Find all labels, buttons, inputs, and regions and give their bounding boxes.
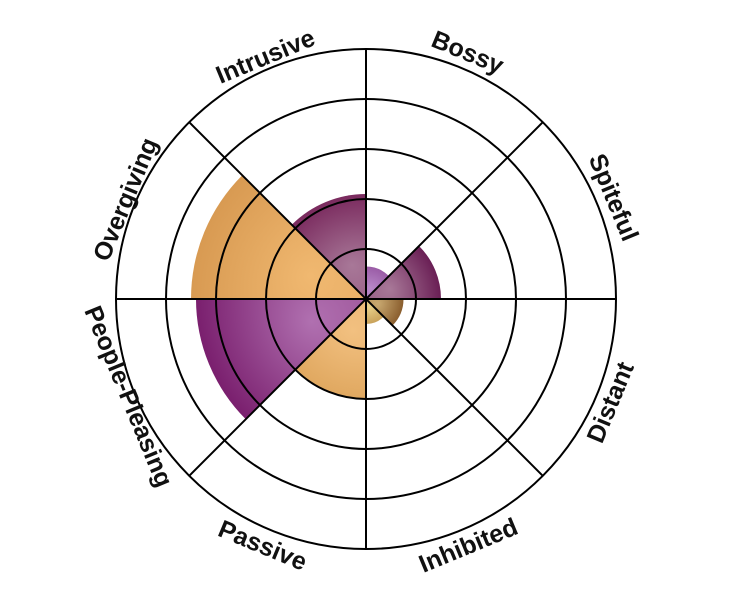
grid-spoke-4 xyxy=(188,121,544,477)
grid-layer xyxy=(115,48,617,550)
wedge-layer xyxy=(191,175,441,420)
wedge-overgiving xyxy=(191,175,366,299)
wedge-bossy xyxy=(366,266,389,299)
wedge-passive xyxy=(295,299,366,399)
wedge-spiteful xyxy=(366,245,441,299)
category-label-spiteful: Spiteful xyxy=(583,150,644,245)
wedge-intrusive xyxy=(291,194,366,299)
wedge-inhibited xyxy=(366,299,384,324)
category-label-distant: Distant xyxy=(582,357,641,447)
category-label-bossy: Bossy xyxy=(428,25,508,80)
category-label-inhibited: Inhibited xyxy=(415,513,522,579)
category-label-people-pleasing: People-Pleasing xyxy=(78,302,178,491)
category-label-overgiving: Overgiving xyxy=(88,134,164,265)
wedge-distant xyxy=(366,299,404,326)
category-label-passive: Passive xyxy=(214,515,311,577)
wedge-people-pleasing xyxy=(196,299,366,420)
